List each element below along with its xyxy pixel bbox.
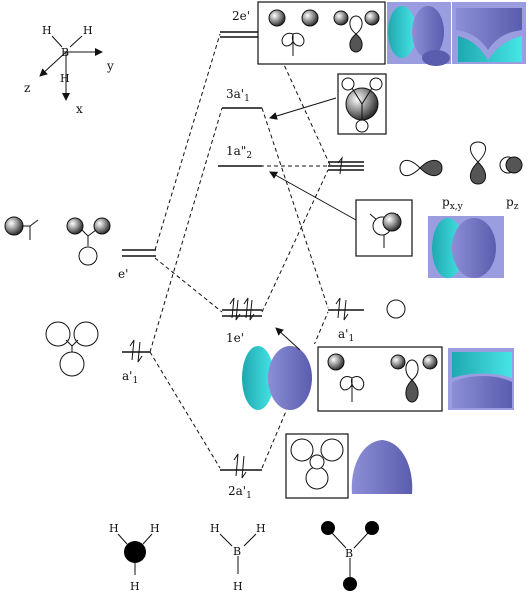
py-orbital-icon — [470, 141, 486, 185]
mo-image-1e-a — [240, 344, 316, 410]
svg-text:a'1: a'1 — [122, 369, 138, 386]
level-1e-prime: 1e' — [222, 297, 262, 345]
svg-text:px,y: px,y — [442, 195, 464, 212]
b-fragment-b: B — [345, 547, 353, 560]
bh3-b: B — [233, 545, 241, 558]
box-3a1-prime — [337, 73, 387, 135]
svg-text:3a'1: 3a'1 — [226, 87, 250, 104]
box-1a2-dprime — [355, 199, 413, 257]
h3-e-orbital-a-icon — [4, 216, 39, 240]
atom-h1: H — [42, 24, 52, 37]
pointer-arrows — [269, 97, 357, 351]
label-left-e-prime: e' — [118, 267, 128, 281]
h3-e-orbital-b-icon — [66, 217, 111, 266]
axis-z-label: z — [24, 81, 30, 95]
h3-fragment: H H H — [109, 522, 160, 593]
level-1a2-dprime: 1a"2 — [218, 144, 262, 167]
s-orbital-icon — [386, 299, 406, 319]
bh3-molecule: H H B H — [210, 522, 266, 593]
mo-image-2e-b — [452, 2, 526, 64]
axis-frame: H H H B y z x — [24, 24, 114, 116]
svg-text:pz: pz — [506, 195, 519, 212]
svg-text:a'1: a'1 — [338, 327, 354, 344]
px-orbital-icon — [399, 160, 443, 176]
mo-image-1e-b — [448, 348, 514, 410]
label-1e-prime: 1e' — [226, 331, 244, 345]
mo-image-2e-a — [387, 2, 451, 66]
bh3-h2: H — [256, 522, 266, 535]
svg-text:2a'1: 2a'1 — [228, 484, 252, 501]
label-2a1-prime: 2a' — [228, 484, 246, 498]
h3-h3: H — [130, 580, 140, 593]
pz-orbital-icon — [499, 156, 523, 174]
mo-image-2a1 — [350, 436, 414, 498]
bh3-h1: H — [210, 522, 220, 535]
box-2e-prime — [257, 1, 386, 65]
label-2e-prime: 2e' — [232, 9, 250, 23]
right-level-a1-prime: a'1 — [328, 297, 406, 344]
right-level-p — [328, 156, 364, 175]
h3-e-prime-orbitals — [4, 216, 111, 266]
atom-h2: H — [83, 24, 93, 37]
p-orbitals: px,y pz — [399, 141, 523, 212]
label-left-a1-prime: a' — [122, 369, 132, 383]
svg-text:1a"2: 1a"2 — [226, 144, 252, 161]
b-fragment: B — [321, 521, 379, 591]
label-pz: p — [506, 195, 514, 209]
label-1a2-dprime: 1a" — [226, 144, 246, 158]
atom-h3: H — [60, 72, 70, 85]
box-1e-prime — [317, 346, 443, 412]
left-level-a1-prime: a'1 — [122, 339, 150, 386]
left-level-e-prime: e' — [118, 249, 156, 281]
atom-b: B — [61, 46, 69, 59]
label-pxy: p — [442, 195, 450, 209]
label-3a1-prime: 3a' — [226, 87, 244, 101]
h3-a1-prime-orbital-icon — [45, 321, 99, 377]
axis-x-label: x — [76, 102, 83, 116]
h3-h1: H — [109, 522, 119, 535]
level-3a1-prime: 3a'1 — [222, 87, 262, 109]
mo-image-1a2 — [428, 216, 504, 278]
axis-y-label: y — [106, 59, 114, 73]
label-right-a1-prime: a' — [338, 327, 348, 341]
level-2a1-prime: 2a'1 — [220, 453, 262, 501]
bh3-h3: H — [233, 580, 243, 593]
h3-h2: H — [150, 522, 160, 535]
box-2a1-prime — [285, 433, 349, 499]
